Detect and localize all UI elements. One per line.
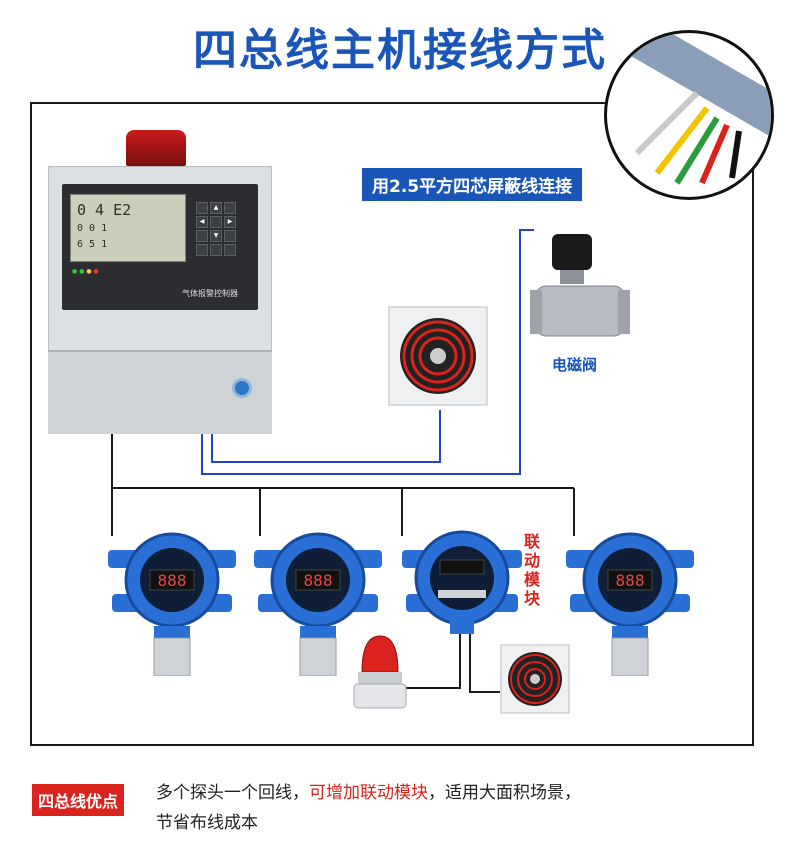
status-leds: ● ● ● ● — [72, 268, 99, 275]
cabinet-lock-icon — [232, 378, 252, 398]
controller-keypad: ▲ ◀ ▶ ▼ — [196, 202, 246, 264]
exhaust-fan-icon — [388, 306, 488, 406]
shielded-cable-photo — [604, 30, 774, 200]
black-bus-line — [111, 432, 575, 536]
link-module-label: 联动模块 — [524, 532, 541, 608]
lcd-row: 0 4 E2 — [77, 201, 132, 219]
controller-caption: 气体报警控制器 — [182, 289, 238, 298]
svg-text:888: 888 — [616, 571, 645, 590]
solenoid-valve-label: 电磁阀 — [552, 356, 598, 374]
cable-spec-label: 用2.5平方四芯屏蔽线连接 — [362, 168, 583, 201]
gas-detector-icon: 888 — [108, 532, 236, 676]
siren-beacon — [126, 130, 186, 166]
link-module-wires — [404, 632, 500, 693]
keypad-key: ▲ — [210, 202, 222, 214]
keypad-key — [210, 244, 222, 256]
lcd-row: 6 5 1 — [77, 239, 108, 250]
keypad-key — [196, 244, 208, 256]
advantages-line-1: 多个探头一个回线，可增加联动模块，适用大面积场景， — [156, 783, 581, 803]
keypad-key: ◀ — [196, 216, 208, 228]
controller-front-panel: 0 4 E2 0 0 1 6 5 1 ▲ ◀ ▶ ▼ ● ● ● ● 气体报警控… — [62, 184, 258, 310]
keypad-key: ▶ — [224, 216, 236, 228]
exhaust-fan-icon — [500, 644, 570, 714]
keypad-key: ▼ — [210, 230, 222, 242]
keypad-key — [210, 216, 222, 228]
lcd-row: 0 0 1 — [77, 223, 108, 234]
svg-text:888: 888 — [304, 571, 333, 590]
gas-detector-icon: 888 — [254, 532, 382, 676]
alarm-lamp-icon — [353, 635, 407, 709]
keypad-key — [224, 202, 236, 214]
gas-detector-icon: 888 — [566, 532, 694, 676]
link-module-icon — [402, 530, 522, 634]
page-title: 四总线主机接线方式 — [193, 25, 607, 76]
advantages-text: 多个探头一个回线，可增加联动模块，适用大面积场景， 节省布线成本 — [156, 778, 581, 838]
solenoid-valve-icon — [530, 234, 630, 337]
keypad-key — [196, 202, 208, 214]
blue-control-line — [201, 229, 534, 475]
highlight-text: 可增加联动模块 — [309, 783, 428, 803]
advantages-badge: 四总线优点 — [32, 784, 125, 816]
advantages-line-2: 节省布线成本 — [156, 813, 258, 833]
lcd-screen: 0 4 E2 0 0 1 6 5 1 — [70, 194, 186, 262]
keypad-key — [224, 244, 236, 256]
diagram-frame — [30, 102, 754, 746]
keypad-key — [224, 230, 236, 242]
svg-text:888: 888 — [158, 571, 187, 590]
keypad-key — [196, 230, 208, 242]
